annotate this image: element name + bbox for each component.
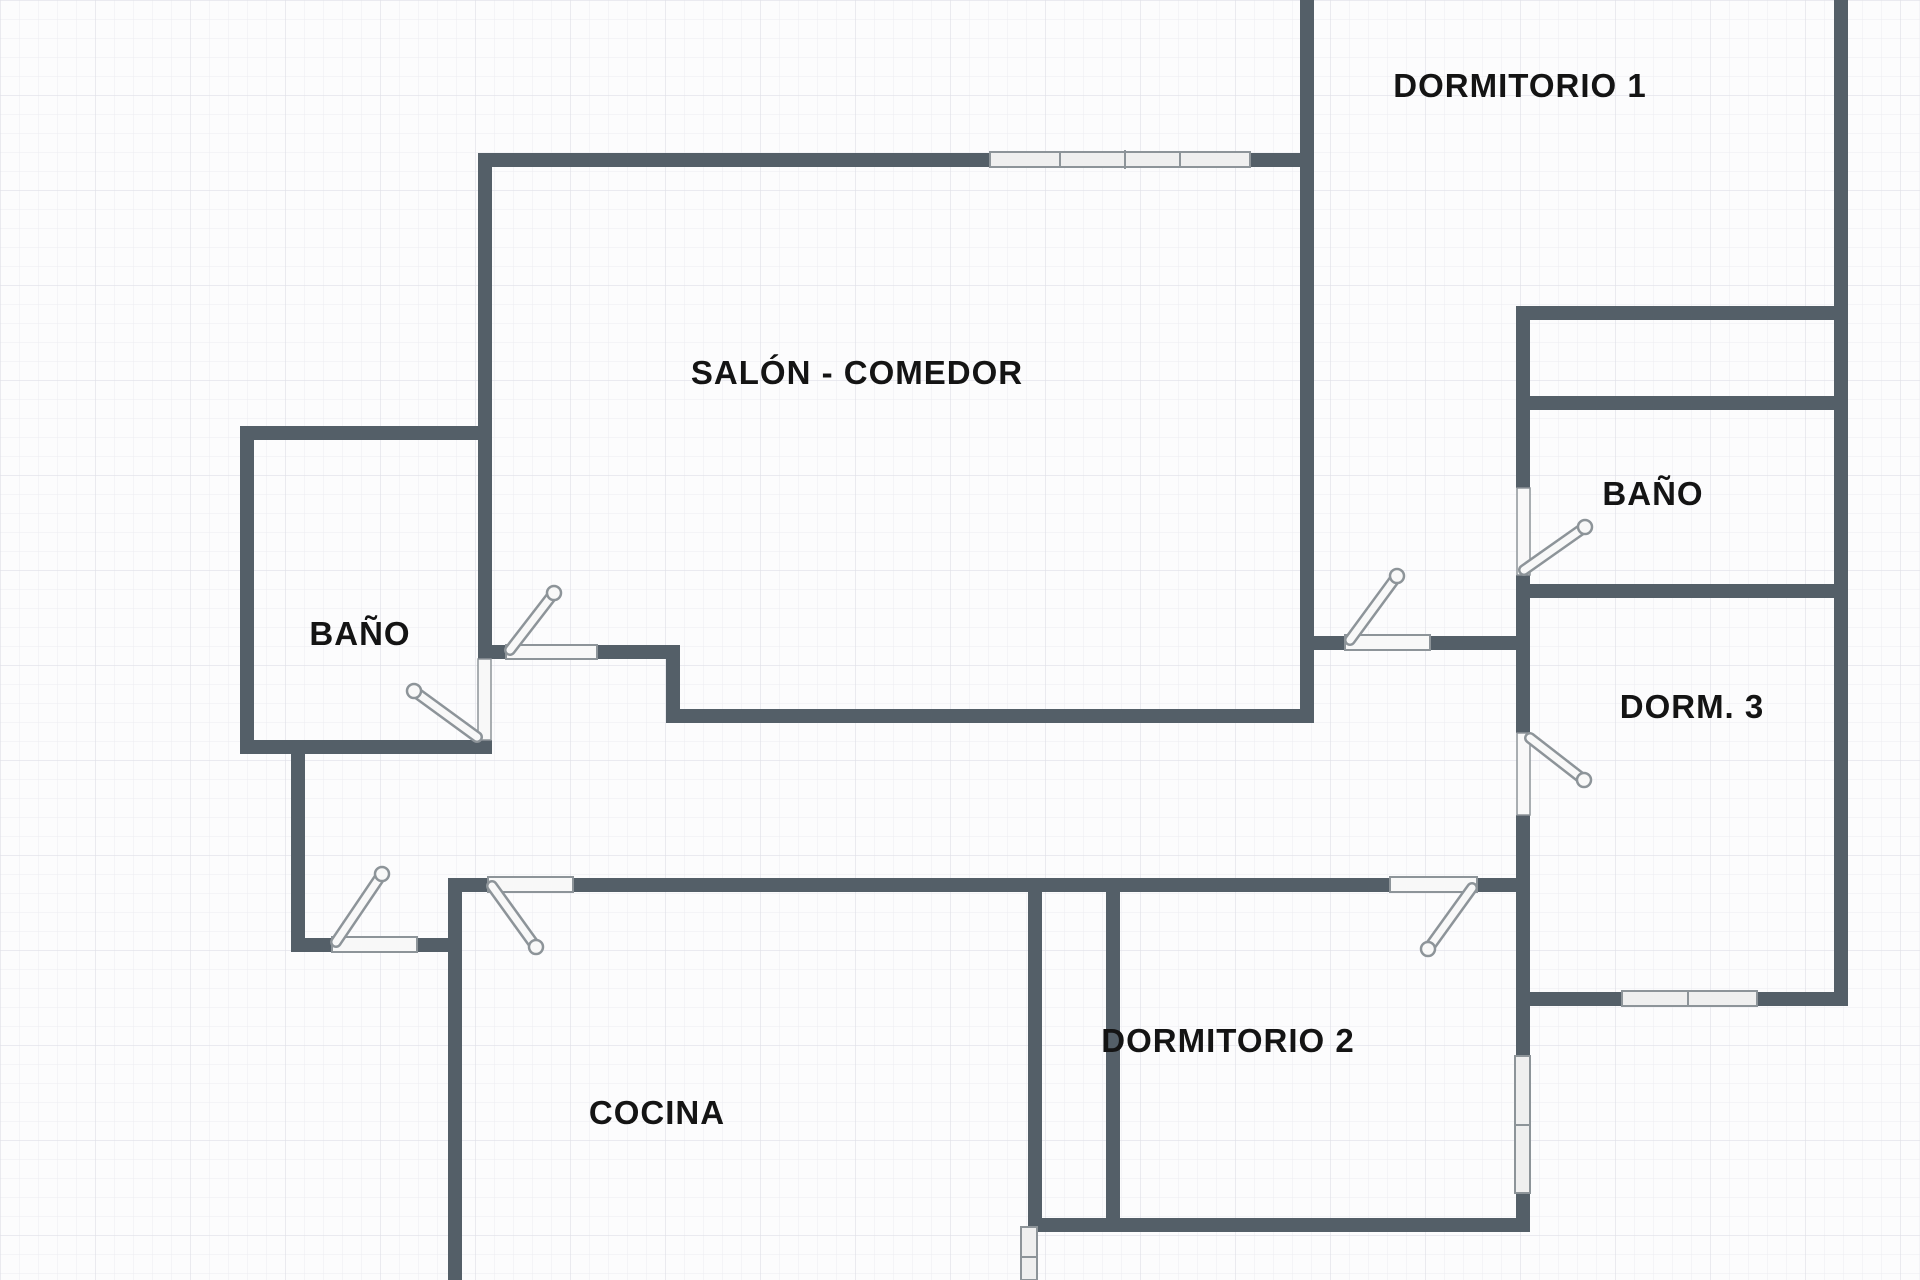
windows	[989, 150, 1758, 1280]
wall-dorm1-bano2-divider-a	[1516, 306, 1530, 488]
wall-cocina-right	[1028, 878, 1042, 1227]
wall-dorm2-left	[1106, 878, 1120, 1232]
door-entrance	[330, 865, 418, 953]
door-bano2	[1516, 487, 1594, 576]
walls	[240, 0, 1848, 1280]
wall-salon-bottom	[666, 709, 1313, 723]
door-dormitorio-1	[1344, 567, 1431, 651]
door-cocina	[486, 876, 574, 956]
door-dorm-3	[1516, 732, 1593, 816]
wall-bano2-bottom	[1516, 584, 1848, 598]
door-salon	[504, 584, 598, 660]
wall-dorm2-right-a	[1516, 878, 1530, 1058]
window-cocina-bottom	[1020, 1226, 1038, 1280]
wall-cocina-left	[448, 878, 462, 1280]
window-dorm2	[1514, 1055, 1531, 1194]
wall-salon-notch-side	[666, 645, 680, 723]
wall-bano2-mid	[1516, 396, 1848, 410]
wall-salon-left	[478, 153, 492, 659]
wall-right-boundary	[1834, 0, 1848, 1006]
door-bano1	[405, 658, 492, 743]
wall-bano1-left	[240, 426, 254, 754]
window-dorm3	[1621, 990, 1758, 1007]
label-dorm-3: DORM. 3	[1620, 688, 1765, 725]
label-cocina: COCINA	[589, 1094, 725, 1131]
wall-hall-dorm3-divider-a	[1516, 575, 1530, 733]
window-salon	[989, 150, 1251, 169]
label-bano-derecha: BAÑO	[1602, 475, 1703, 512]
label-dormitorio-2: DORMITORIO 2	[1101, 1022, 1354, 1059]
label-dormitorio-1: DORMITORIO 1	[1393, 67, 1646, 104]
doors	[330, 487, 1594, 958]
wall-vestibule-left	[291, 740, 305, 952]
wall-dorm2-bottom	[1028, 1218, 1530, 1232]
door-dormitorio-2	[1389, 876, 1478, 958]
wall-bano1-top	[240, 426, 492, 440]
label-bano-izquierda: BAÑO	[309, 615, 410, 652]
wall-bano1-bottom	[240, 740, 492, 754]
wall-bano2-top	[1516, 306, 1848, 320]
wall-corridor-bottom	[448, 878, 1530, 892]
label-salon-comedor: SALÓN - COMEDOR	[691, 354, 1023, 391]
wall-salon-right-dorm1-left	[1300, 0, 1314, 723]
room-labels: DORMITORIO 1 SALÓN - COMEDOR BAÑO BAÑO D…	[309, 67, 1765, 1131]
wall-hall-dorm3-divider-b	[1516, 815, 1530, 892]
